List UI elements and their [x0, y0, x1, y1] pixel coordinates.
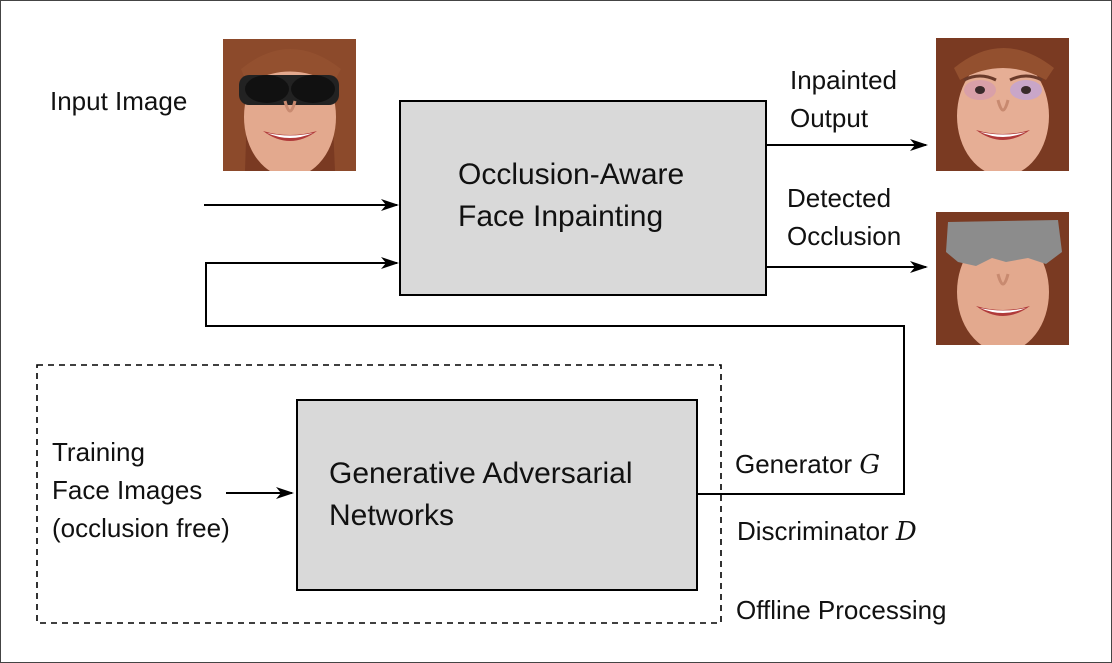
training-line2: Face Images [52, 475, 203, 505]
detected-occlusion-image [936, 212, 1069, 345]
inpainted-output-line2: Output [790, 103, 869, 133]
offline-processing-region [36, 364, 722, 624]
discriminator-label: Discriminator D [737, 512, 917, 551]
detected-occlusion-line1: Detected [787, 183, 892, 213]
discriminator-symbol: D [895, 517, 917, 547]
main-box-line2: Face Inpainting [458, 200, 664, 233]
training-line1: Training [52, 437, 145, 467]
discriminator-text: Discriminator [737, 516, 889, 546]
gan-box-line1: Generative Adversarial [329, 457, 633, 490]
main-box-line1: Occlusion-Aware [458, 158, 685, 191]
generator-symbol: G [859, 450, 881, 480]
gan-box-line2: Networks [329, 499, 455, 532]
inpainted-output-label: Inpainted Output [790, 61, 897, 137]
occlusion-aware-inpainting-box: Occlusion-Aware Face Inpainting [399, 100, 767, 296]
detected-occlusion-label: Detected Occlusion [787, 179, 901, 255]
detected-occlusion-line2: Occlusion [787, 221, 902, 251]
generator-feedback-arrow [205, 257, 905, 495]
generator-label: Generator G [735, 445, 880, 484]
offline-processing-label: Offline Processing [736, 595, 947, 625]
gan-box: Generative Adversarial Networks [296, 399, 698, 591]
training-line3: (occlusion free) [52, 513, 230, 543]
inpainted-output-line1: Inpainted [790, 65, 897, 95]
inpainted-face-image [936, 38, 1069, 171]
generator-text: Generator [735, 449, 853, 479]
input-image-label: Input Image [50, 86, 188, 116]
input-face-image [223, 39, 356, 171]
training-images-label: Training Face Images (occlusion free) [52, 433, 230, 547]
